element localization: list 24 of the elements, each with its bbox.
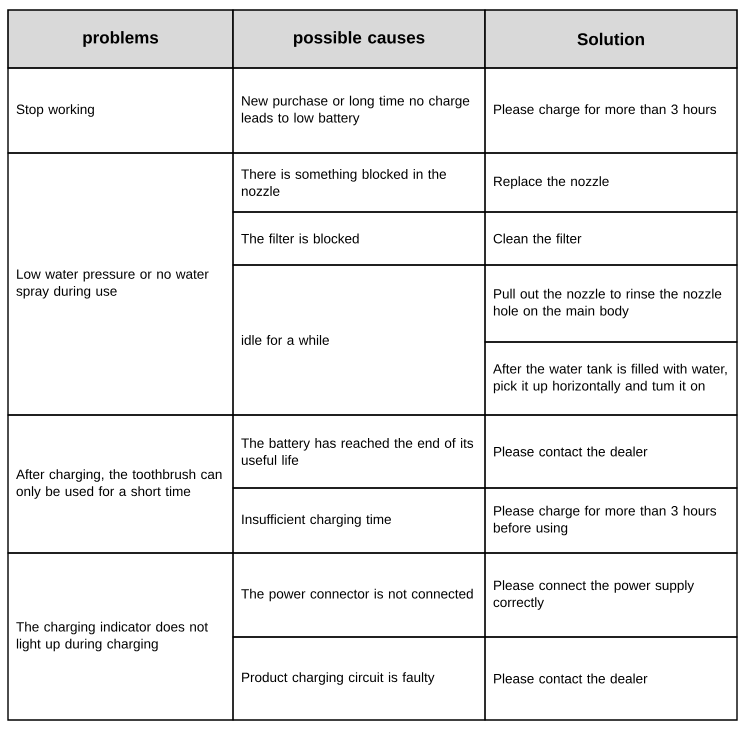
- table-cell: The charging indicator does not light up during charging: [7, 552, 234, 721]
- table-cell: After the water tank is filled with water, pick it up horizontally and tum it on: [484, 341, 738, 416]
- table-cell: New purchase or long time no charge leads to low battery: [232, 67, 486, 154]
- table-cell: Clean the filter: [484, 211, 738, 266]
- table-cell: Please contact the dealer: [484, 414, 738, 489]
- table-cell: The filter is blocked: [232, 211, 486, 266]
- table-cell: After charging, the toothbrush can only be used for a short time: [7, 414, 234, 554]
- table-cell: Please charge for more than 3 hours: [484, 67, 738, 154]
- table-cell: There is something blocked in the nozzle: [232, 152, 486, 213]
- header-cell: Solution: [484, 9, 738, 69]
- header-cell: possible causes: [232, 9, 486, 69]
- table-cell: Please connect the power supply correctly: [484, 552, 738, 638]
- table-cell: Stop working: [7, 67, 234, 154]
- header-cell: problems: [7, 9, 234, 69]
- table-cell: Pull out the nozzle to rinse the nozzle hole on the main body: [484, 264, 738, 343]
- table-cell: Please charge for more than 3 hours before using: [484, 487, 738, 554]
- table-cell: Replace the nozzle: [484, 152, 738, 213]
- table-cell: The battery has reached the end of its useful life: [232, 414, 486, 489]
- table-cell: Low water pressure or no water spray during use: [7, 152, 234, 416]
- table-cell: Product charging circuit is faulty: [232, 636, 486, 721]
- table-cell: Insufficient charging time: [232, 487, 486, 554]
- table-cell: Please contact the dealer: [484, 636, 738, 721]
- table-cell: The power connector is not connected: [232, 552, 486, 638]
- table-cell: idle for a while: [232, 264, 486, 416]
